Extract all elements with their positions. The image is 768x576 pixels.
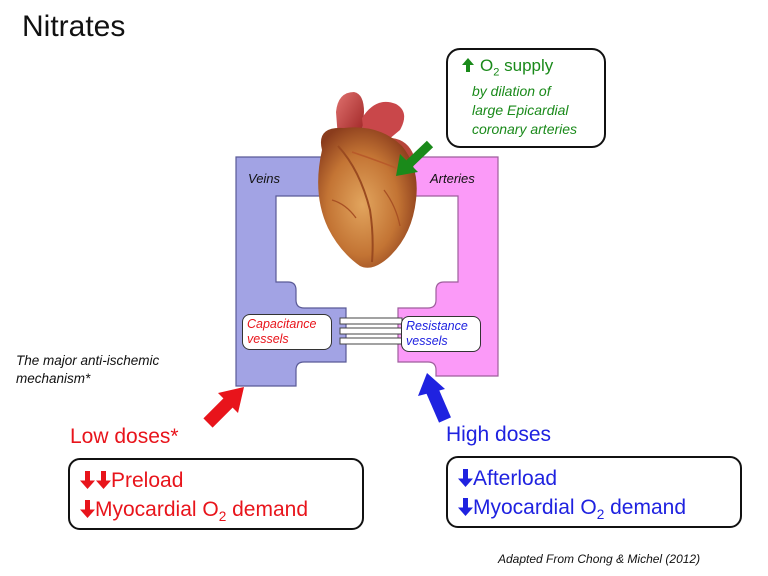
o2-supply-sub: 2	[493, 66, 500, 79]
down-arrow-icon	[458, 469, 473, 487]
low-doses-o2-demand: Myocardial O2 demand	[80, 495, 362, 531]
o2-supply-line-3: coronary arteries	[472, 121, 578, 138]
afterload-label: Afterload	[473, 467, 558, 490]
capacitance-vessels-box: Capacitance vessels	[242, 314, 332, 350]
veins-label: Veins	[248, 171, 281, 186]
capillary-1	[339, 317, 403, 325]
resistance-vessels-box: Resistance vessels	[401, 316, 481, 352]
high-doses-effects-box: Afterload Myocardial O2 demand	[446, 456, 742, 528]
down-arrow-icon	[458, 498, 473, 516]
low-o2-demand-sub: 2	[218, 509, 227, 525]
capacitance-label-1: Capacitance	[247, 317, 317, 331]
up-arrow-icon	[462, 58, 474, 72]
blue-arrow-icon	[418, 373, 451, 423]
preload-label: Preload	[111, 469, 184, 492]
capacitance-label-2: vessels	[247, 332, 289, 346]
low-doses-heading: Low doses*	[70, 425, 179, 448]
o2-supply-word: supply	[499, 56, 554, 75]
o2-supply-box: O2 supply by dilation of large Epicardia…	[446, 48, 606, 148]
capillary-3	[339, 337, 403, 345]
high-o2-demand-post: demand	[604, 496, 687, 519]
arteries-label: Arteries	[430, 171, 475, 186]
high-doses-o2-demand: Myocardial O2 demand	[458, 493, 740, 529]
mechanism-line-2: mechanism*	[16, 371, 91, 386]
down-arrow-icon	[80, 471, 95, 489]
high-o2-demand-sub: 2	[596, 507, 605, 523]
o2-supply-line-1: by dilation of	[472, 83, 551, 100]
resistance-label-1: Resistance	[406, 319, 468, 333]
low-o2-demand-post: demand	[226, 498, 309, 521]
down-arrow-icon	[96, 471, 111, 489]
capillary-2	[339, 327, 403, 335]
resistance-label-2: vessels	[406, 334, 448, 348]
green-arrow-icon	[396, 140, 434, 176]
low-doses-preload: Preload	[80, 466, 362, 495]
mechanism-note: The major anti-ischemic mechanism*	[16, 352, 159, 388]
o2-supply-o: O	[480, 56, 494, 75]
high-doses-heading: High doses	[446, 423, 552, 446]
red-arrow-icon	[203, 387, 244, 428]
low-o2-demand-pre: Myocardial O	[95, 498, 219, 521]
down-arrow-icon	[80, 500, 95, 518]
low-doses-effects-box: Preload Myocardial O2 demand	[68, 458, 364, 530]
o2-supply-line-2: large Epicardial	[472, 102, 569, 119]
source-credit: Adapted From Chong & Michel (2012)	[498, 552, 701, 566]
high-o2-demand-pre: Myocardial O	[473, 496, 597, 519]
page-title: Nitrates	[22, 10, 126, 43]
high-doses-afterload: Afterload	[458, 464, 740, 493]
heart-icon	[318, 92, 417, 268]
o2-supply-heading: O2 supply	[462, 56, 596, 82]
mechanism-line-1: The major anti-ischemic	[16, 353, 160, 368]
